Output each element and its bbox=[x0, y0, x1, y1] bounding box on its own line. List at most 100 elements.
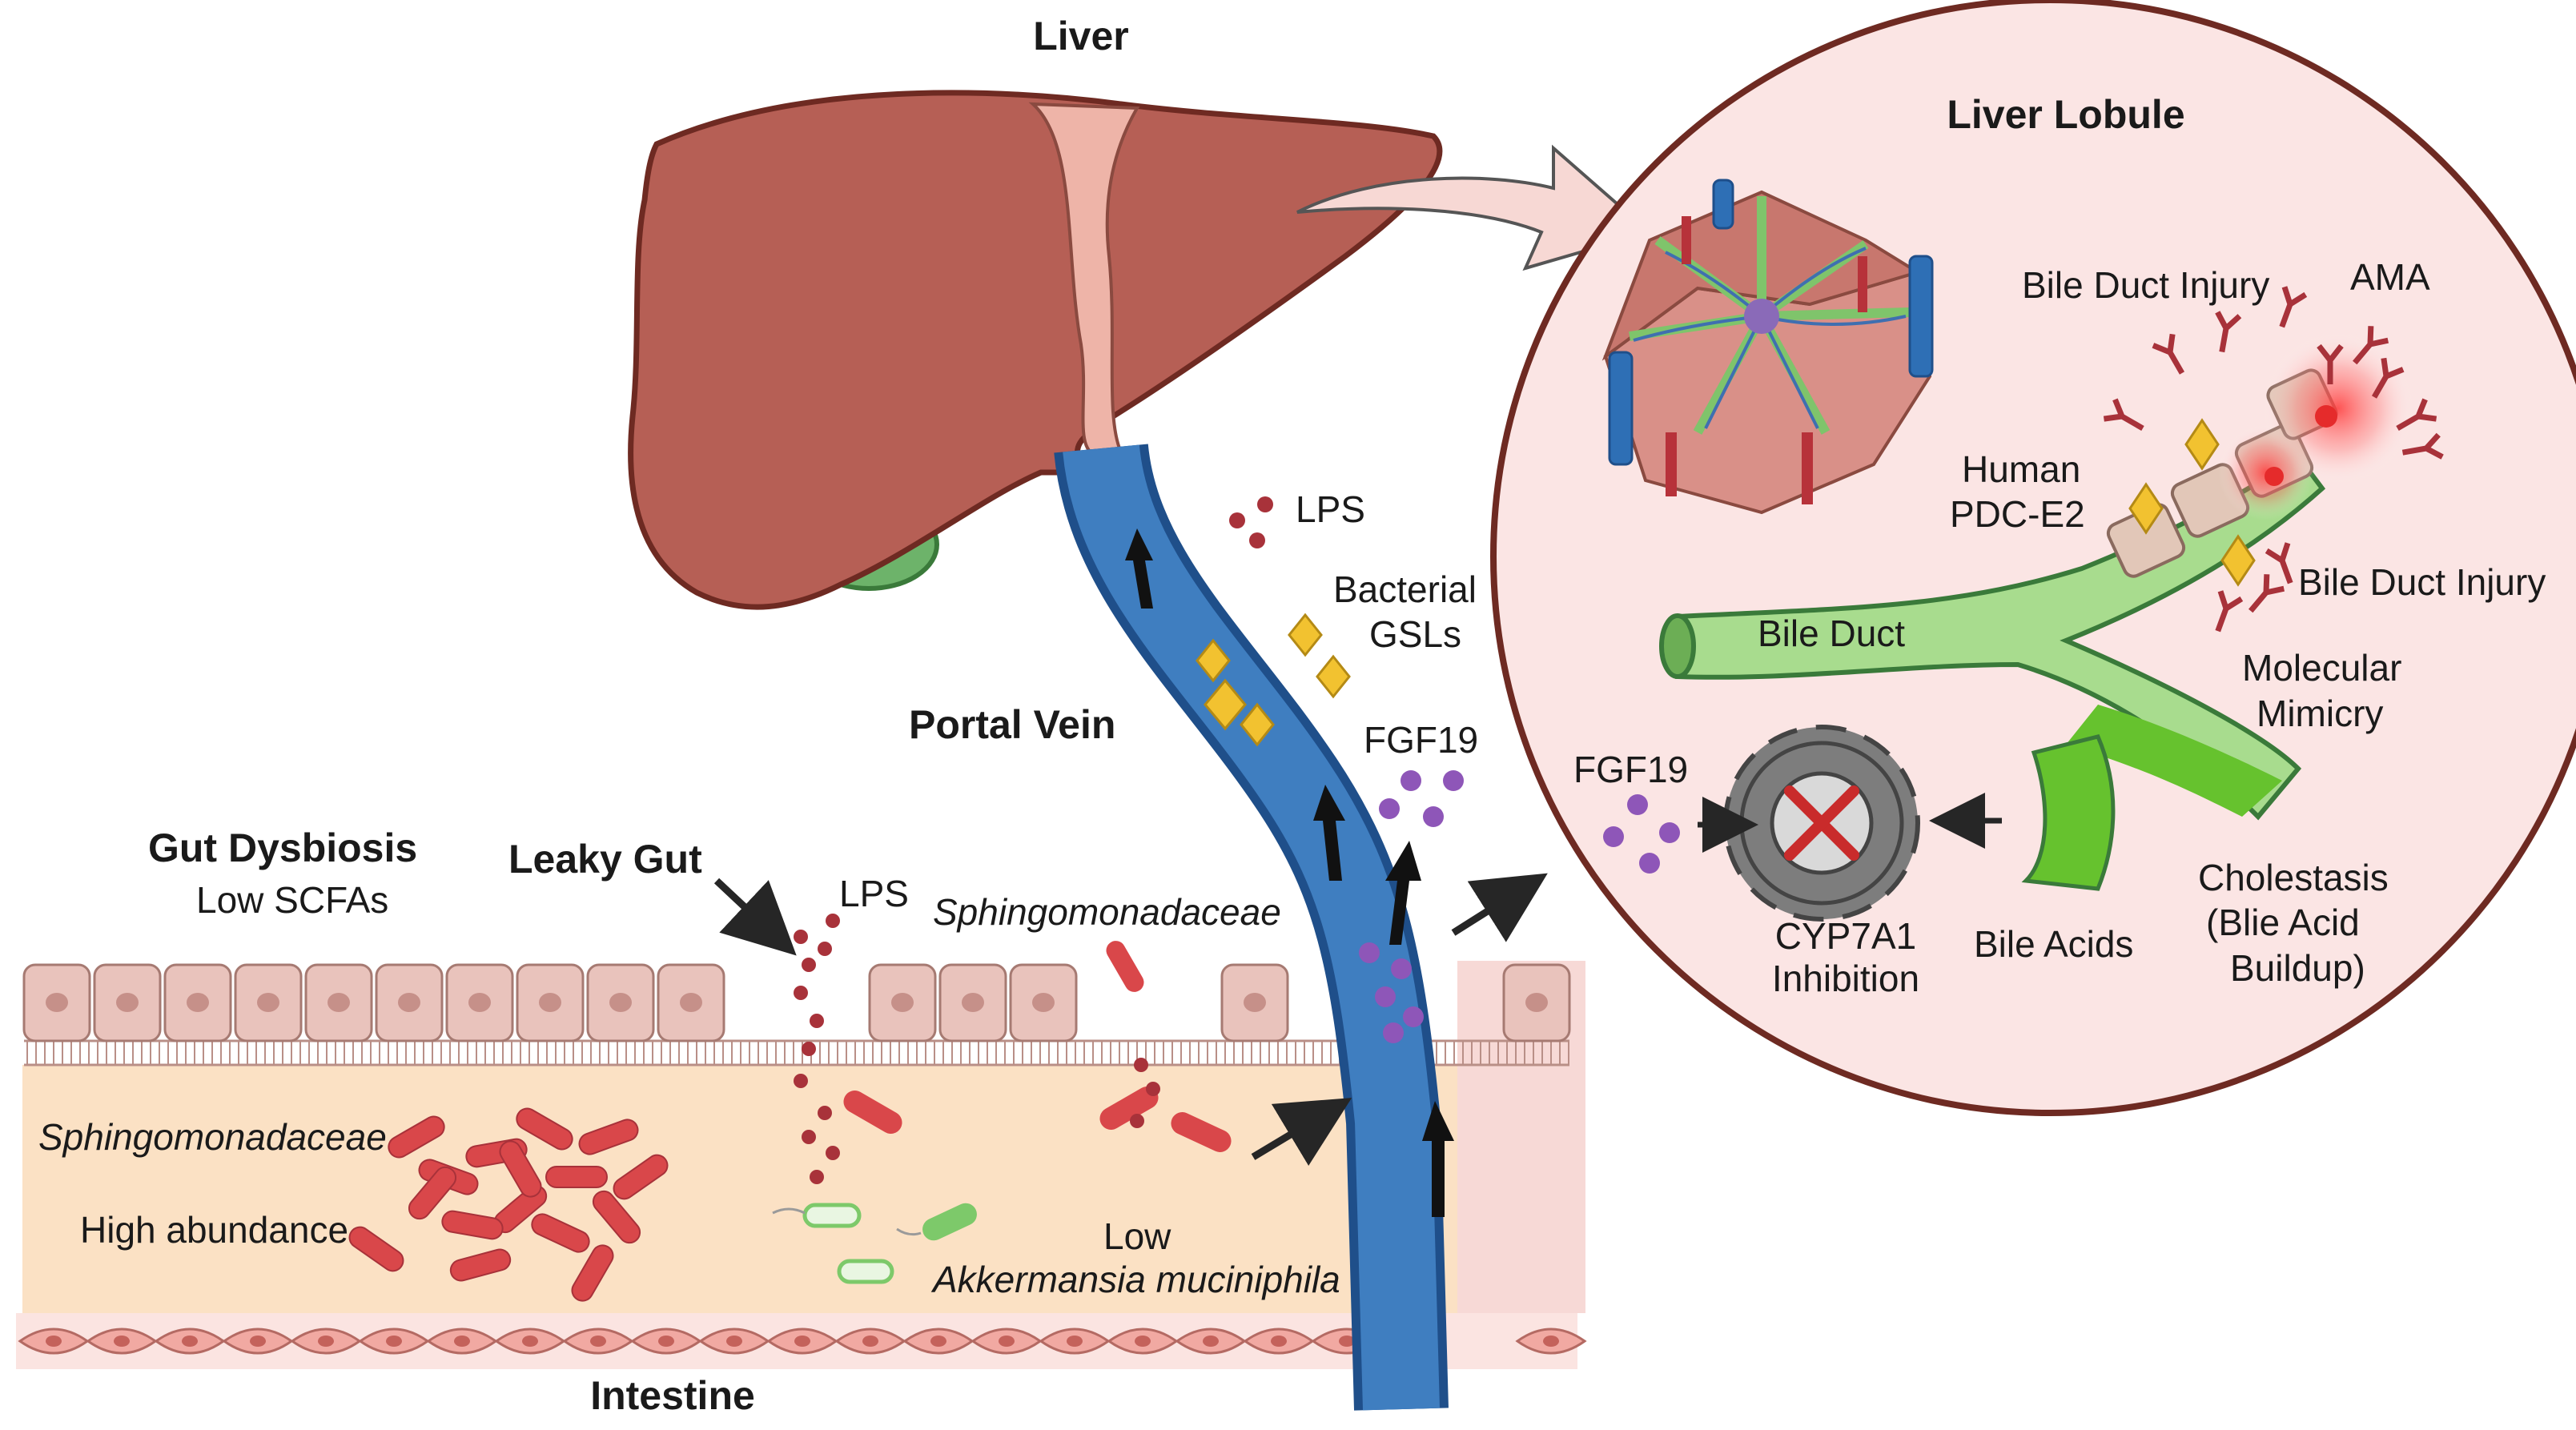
basal-nucleus bbox=[930, 1336, 946, 1347]
basal-nucleus bbox=[794, 1336, 810, 1347]
basal-nucleus bbox=[1271, 1336, 1287, 1347]
lps-dot bbox=[794, 986, 808, 1000]
cell-nucleus bbox=[398, 993, 420, 1012]
lobule-hexagon bbox=[1601, 179, 1934, 515]
text-labels: Liver Liver Lobule Portal Vein Gut Dysbi… bbox=[38, 14, 2546, 1418]
cell-nucleus bbox=[539, 993, 561, 1012]
leaky-gut-bacteria bbox=[843, 941, 1232, 1152]
antibody-icon bbox=[2317, 343, 2344, 384]
gsl-diamonds-vein bbox=[1196, 638, 1275, 747]
lps-dot bbox=[1130, 1114, 1144, 1128]
molecular-label: Molecular bbox=[2242, 647, 2401, 689]
basal-nucleus bbox=[250, 1336, 266, 1347]
bacterium-rod bbox=[408, 1166, 457, 1220]
bacterium-rod bbox=[388, 1115, 445, 1159]
antibody-icon bbox=[2353, 326, 2389, 365]
bacterium-rod bbox=[516, 1107, 573, 1151]
injury-glow bbox=[2218, 332, 2414, 520]
cell-nucleus bbox=[328, 993, 350, 1012]
cell-nucleus bbox=[1032, 993, 1055, 1012]
basal-nucleus bbox=[318, 1336, 334, 1347]
cell-nucleus bbox=[609, 993, 632, 1012]
sphingo-top-label: Sphingomonadaceae bbox=[933, 891, 1281, 933]
lps-dots-vein bbox=[1229, 496, 1273, 548]
akkermansia-label: Akkermansia muciniphila bbox=[930, 1259, 1340, 1300]
gut-dysbiosis-label: Gut Dysbiosis bbox=[148, 825, 417, 870]
bile-duct-injury-right-label: Bile Duct Injury bbox=[2298, 561, 2546, 603]
basal-nucleus bbox=[182, 1336, 198, 1347]
lps-dot bbox=[826, 914, 840, 928]
lps-dot bbox=[794, 1074, 808, 1088]
cholestasis-label: Cholestasis bbox=[2198, 857, 2389, 898]
lps-dot bbox=[810, 1014, 824, 1028]
lps-dots-gut bbox=[794, 914, 1160, 1184]
gut-lumen bbox=[22, 1065, 1576, 1313]
bacterium-rod bbox=[531, 1213, 590, 1253]
basal-nucleus bbox=[1203, 1336, 1219, 1347]
bile-acid-fill bbox=[2066, 705, 2282, 817]
fgf19-vein-label: FGF19 bbox=[1364, 719, 1478, 761]
basal-nucleus bbox=[999, 1336, 1015, 1347]
antibody-icon bbox=[2152, 333, 2185, 375]
lps-dot bbox=[826, 1146, 840, 1160]
bile-acids-label: Bile Acids bbox=[1974, 923, 2133, 965]
pdc-e2-label: PDC-E2 bbox=[1950, 493, 2085, 535]
basal-nucleus bbox=[1339, 1336, 1355, 1347]
lps-gut-label: LPS bbox=[839, 873, 909, 914]
human-label: Human bbox=[1962, 448, 2080, 490]
basal-cells bbox=[16, 1313, 1587, 1369]
low-scfas-label: Low SCFAs bbox=[196, 879, 388, 921]
lobule-arrows bbox=[1698, 793, 2002, 853]
antibody-icon bbox=[2248, 574, 2285, 613]
bacterium-rod bbox=[348, 1226, 404, 1272]
intestine-label: Intestine bbox=[590, 1373, 755, 1418]
basal-nucleus bbox=[522, 1336, 538, 1347]
microvilli-lines bbox=[26, 1041, 1569, 1065]
cyp7a1-label: CYP7A1 bbox=[1775, 915, 1916, 957]
cyp7a1-gear-icon bbox=[1723, 725, 1920, 922]
basal-nucleus bbox=[1067, 1336, 1083, 1347]
lps-dot bbox=[810, 1170, 824, 1184]
fgf19-dots-lobule bbox=[1603, 794, 1680, 874]
bacterium-rod bbox=[578, 1119, 639, 1155]
gsls-label: GSLs bbox=[1369, 613, 1461, 655]
antibody-icon bbox=[2103, 398, 2144, 432]
bile-duct-injury-top-label: Bile Duct Injury bbox=[2022, 264, 2269, 306]
antibody-icon bbox=[2279, 286, 2308, 328]
ama-label: AMA bbox=[2350, 256, 2430, 298]
cell-nucleus bbox=[46, 993, 68, 1012]
mimicry-label: Mimicry bbox=[2257, 693, 2383, 734]
bacterium-rod bbox=[545, 1166, 608, 1188]
liver-label: Liver bbox=[1033, 14, 1129, 58]
inhibition-label: Inhibition bbox=[1772, 958, 1919, 999]
cell-nucleus bbox=[891, 993, 914, 1012]
fgf19-dots-outside bbox=[1379, 770, 1464, 827]
connecting-arrows bbox=[713, 873, 1548, 1167]
cell-nucleus bbox=[1525, 993, 1548, 1012]
basal-nucleus bbox=[862, 1336, 878, 1347]
portal-vein-label: Portal Vein bbox=[909, 702, 1115, 747]
akkermansia-bacteria bbox=[772, 1203, 977, 1284]
antibody-icon bbox=[2371, 357, 2405, 399]
bile-duct-label: Bile Duct bbox=[1758, 613, 1905, 654]
cell-nucleus bbox=[1244, 993, 1266, 1012]
antibody-icon bbox=[2401, 432, 2444, 460]
bacterium-rod bbox=[592, 1190, 641, 1244]
epithelial-cells bbox=[22, 963, 1571, 1042]
cell-nucleus bbox=[116, 993, 139, 1012]
lps-dot bbox=[802, 1042, 816, 1056]
antibody-icon bbox=[2265, 542, 2293, 584]
lps-dot bbox=[1146, 1082, 1160, 1096]
bacterium-rod bbox=[449, 1248, 512, 1282]
portal-vein bbox=[1054, 443, 1454, 1411]
lps-dot bbox=[818, 1106, 832, 1120]
leaky-gut-label: Leaky Gut bbox=[508, 837, 702, 882]
bacterium-rod bbox=[613, 1154, 669, 1200]
gsl-diamonds-outside bbox=[1288, 613, 1351, 699]
bacterium-rod bbox=[441, 1210, 504, 1240]
ama-antibodies bbox=[2103, 286, 2444, 633]
high-abundance-label: High abundance bbox=[80, 1209, 348, 1251]
fgf19-lobule-label: FGF19 bbox=[1573, 749, 1688, 790]
low-label: Low bbox=[1103, 1215, 1171, 1257]
